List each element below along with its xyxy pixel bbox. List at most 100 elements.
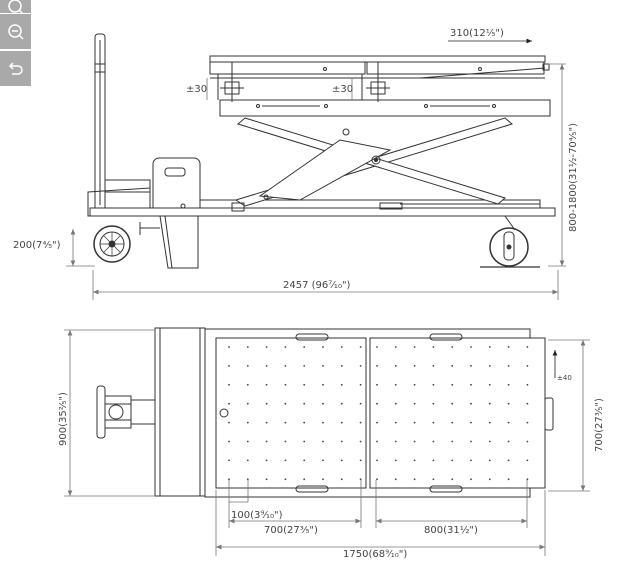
table-hole <box>359 440 362 443</box>
table-hole <box>488 365 491 367</box>
table-hole <box>265 440 268 443</box>
table-hole <box>507 402 510 405</box>
table-hole <box>488 478 491 481</box>
zoom-out-button[interactable] <box>0 14 31 49</box>
table-hole <box>265 365 268 367</box>
table-hole <box>228 440 230 443</box>
table-hole <box>451 421 454 424</box>
table-hole <box>265 421 268 424</box>
table-hole <box>394 346 397 348</box>
table-hole <box>228 383 230 386</box>
table-hole <box>413 421 416 424</box>
dim-adjust-left-label: ±30 <box>186 84 207 95</box>
table-hole <box>340 459 343 462</box>
table-hole <box>303 440 306 443</box>
table-hole <box>394 478 397 481</box>
table-hole <box>526 365 529 367</box>
table-hole <box>284 365 287 367</box>
table-top <box>209 55 550 102</box>
table-hole <box>394 421 397 424</box>
table-hole <box>359 402 362 405</box>
table-hole <box>246 346 249 348</box>
base-frame <box>89 199 556 217</box>
dim-panel-left-label: 700(27⅗") <box>264 525 318 536</box>
table-hole <box>413 402 416 405</box>
rear-wheel <box>480 215 540 268</box>
reset-button[interactable] <box>0 51 31 86</box>
table-hole <box>432 459 435 462</box>
table-hole <box>228 459 230 462</box>
clamp-left <box>220 62 244 102</box>
table-hole <box>507 459 510 462</box>
table-hole <box>340 402 343 405</box>
table-hole <box>359 421 362 424</box>
table-hole <box>303 365 306 367</box>
table-hole <box>246 440 249 443</box>
clamp-right <box>366 62 390 102</box>
table-hole <box>359 346 362 348</box>
table-hole <box>451 478 454 481</box>
table-hole <box>359 365 362 367</box>
table-hole <box>526 440 529 443</box>
table-hole <box>394 365 397 367</box>
handle-mast <box>94 33 106 215</box>
table-hole <box>470 459 472 462</box>
table-hole <box>265 346 268 348</box>
push-handle <box>544 397 554 431</box>
table-hole <box>488 459 491 462</box>
table-hole <box>470 383 472 386</box>
table-hole <box>394 440 397 443</box>
table-hole <box>451 440 454 443</box>
table-hole <box>284 346 287 348</box>
dim-adjust-right-label: ±30 <box>332 84 353 95</box>
table-hole <box>394 459 397 462</box>
table-hole <box>394 383 397 386</box>
dim-panel-right-label: 800(31½") <box>424 524 478 536</box>
table-hole <box>432 478 435 481</box>
table-hole <box>451 383 454 386</box>
table-hole <box>488 402 491 405</box>
table-hole <box>322 365 324 367</box>
table-hole <box>359 478 362 481</box>
table-hole <box>340 440 343 443</box>
side-view <box>87 33 556 269</box>
zoom-in-button[interactable] <box>0 0 31 15</box>
table-hole <box>376 402 378 405</box>
table-hole <box>284 440 287 443</box>
table-hole <box>376 421 378 424</box>
table-hole <box>507 478 510 481</box>
table-hole <box>470 402 472 405</box>
table-hole <box>303 459 306 462</box>
table-hole <box>507 383 510 386</box>
scissor-lift <box>231 117 514 212</box>
table-hole <box>246 402 249 405</box>
table-hole <box>470 421 472 424</box>
table-hole <box>322 383 324 386</box>
dim-table-length-label: 1750(68⁹⁄₁₀") <box>343 549 407 560</box>
table-hole <box>432 365 435 367</box>
table-hole <box>451 365 454 367</box>
table-hole <box>413 440 416 443</box>
table-hole <box>359 459 362 462</box>
table-hole <box>470 440 472 443</box>
table-hole <box>265 459 268 462</box>
table-hole <box>303 478 306 481</box>
table-hole <box>507 440 510 443</box>
table-hole <box>322 440 324 443</box>
table-hole <box>432 421 435 424</box>
table-hole <box>322 478 324 481</box>
table-hole <box>470 346 472 348</box>
table-hole <box>432 346 435 348</box>
table-hole <box>284 478 287 481</box>
table-hole <box>488 383 491 386</box>
table-hole <box>507 365 510 367</box>
table-hole <box>432 383 435 386</box>
table-hole <box>488 346 491 348</box>
table-hole <box>322 346 324 348</box>
drive-unit <box>87 157 201 269</box>
table-hole <box>322 402 324 405</box>
table-hole <box>340 365 343 367</box>
table-hole <box>376 383 378 386</box>
table-hole <box>284 383 287 386</box>
table-hole <box>488 440 491 443</box>
